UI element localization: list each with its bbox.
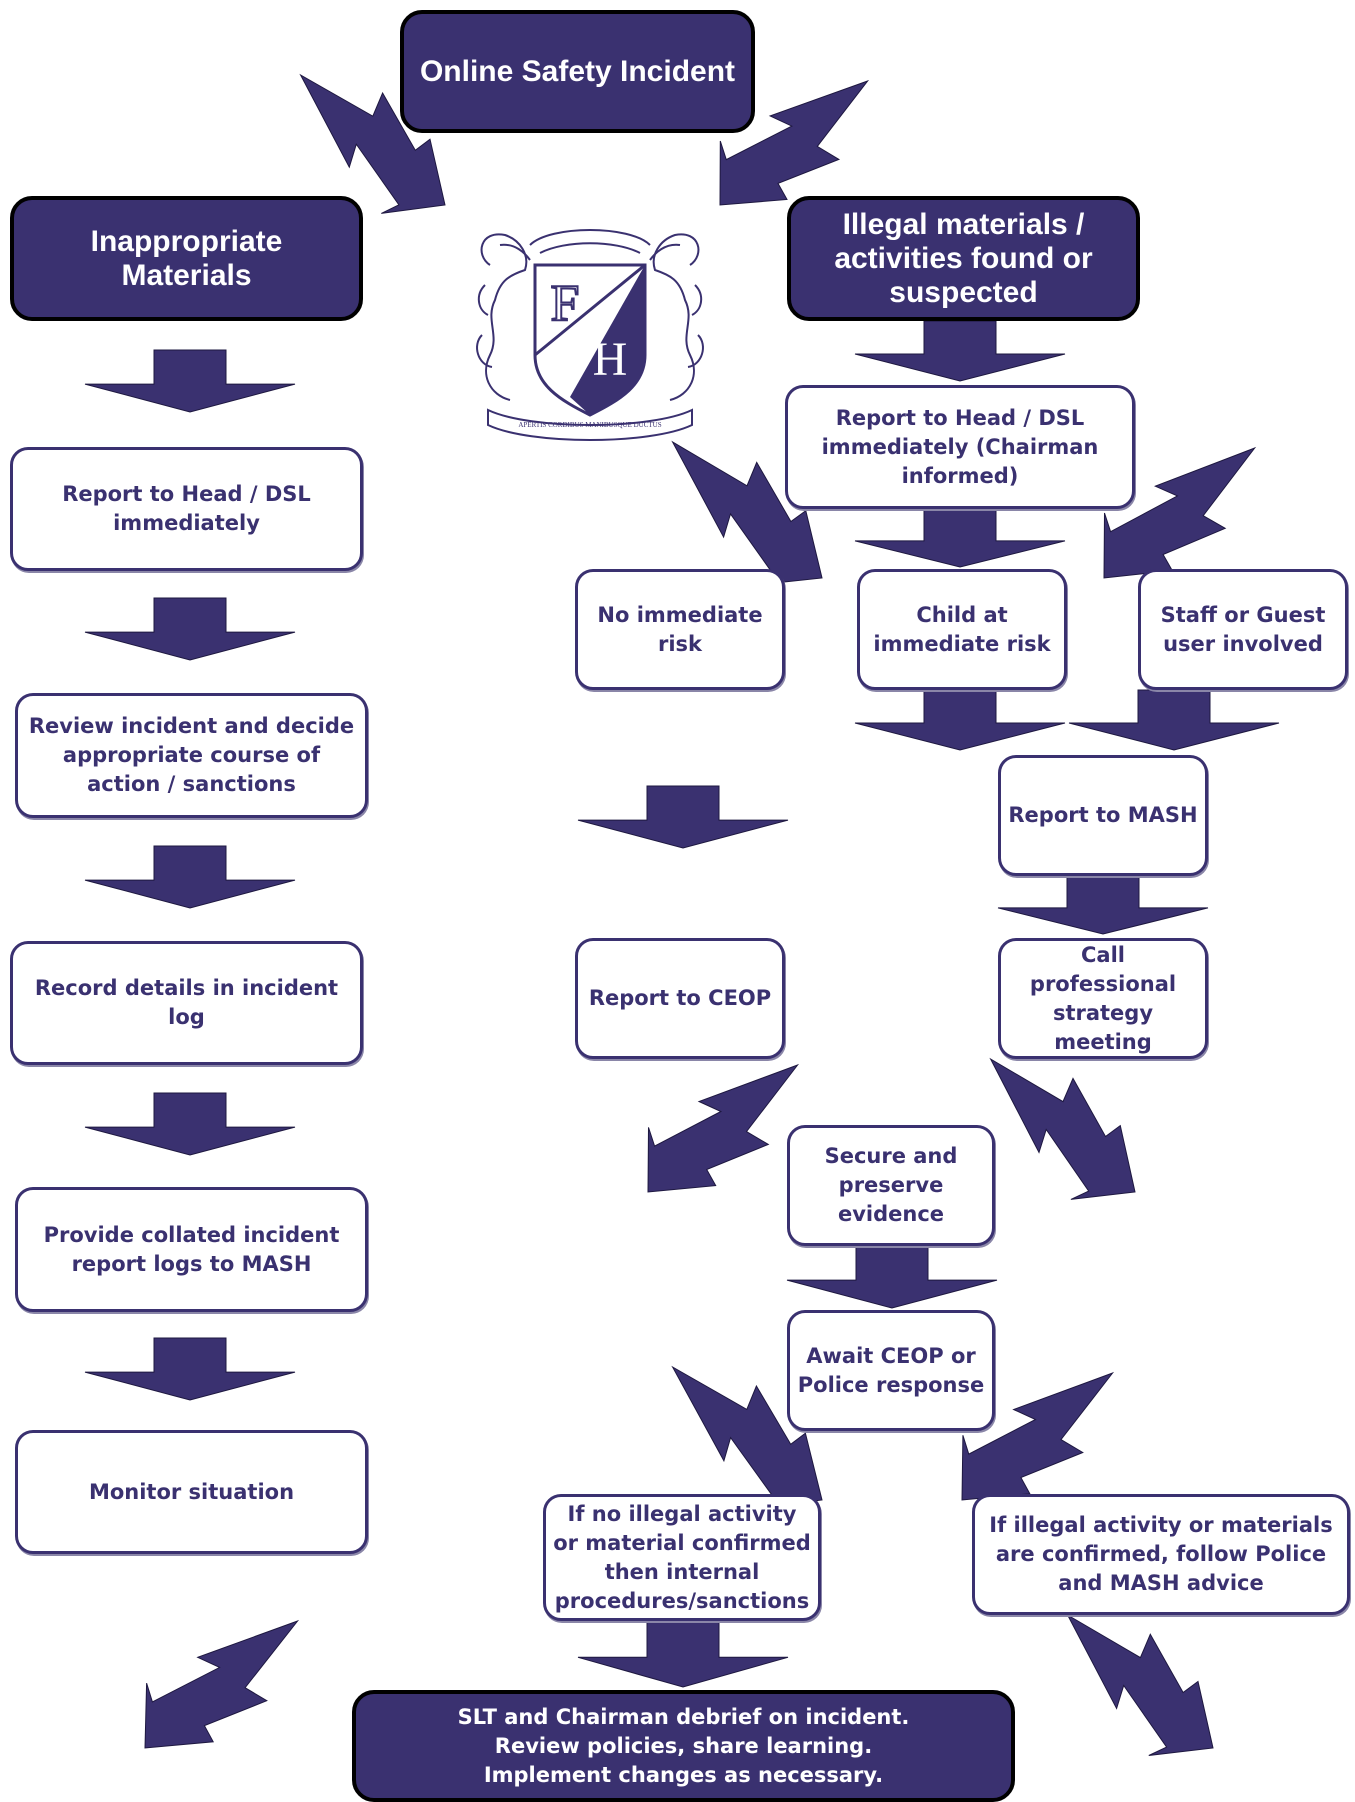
page-title: Online Safety Incident — [419, 54, 736, 88]
zigzag-arrow-icon — [299, 73, 446, 214]
left-step-label: Provide collated incident report logs to… — [43, 1222, 340, 1276]
zigzag-arrow-icon — [144, 1619, 300, 1749]
staff-guest-involved: Staff or Guest user involved — [1138, 569, 1348, 690]
zigzag-arrow-icon — [961, 1371, 1115, 1501]
no-risk-label: No immediate risk — [597, 602, 763, 656]
school-crest-logo: F H APERTIS CORDIBUS MANIBUSQUE DUCTUS — [476, 229, 704, 441]
crest-letter-f: F — [551, 275, 580, 332]
zigzag-arrow-icon — [989, 1057, 1136, 1200]
crest-letter-h: H — [593, 333, 628, 386]
no-illegal-label: If no illegal activity or material confi… — [553, 1501, 811, 1613]
zigzag-arrow-icon — [719, 79, 870, 206]
right-report-head: Report to Head / DSL immediately (Chairm… — [785, 385, 1135, 509]
illegal-header-label: Illegal materials / activities found or … — [834, 207, 1093, 309]
zigzag-arrow-icon — [1066, 1613, 1214, 1756]
down-arrow-icon — [786, 1245, 998, 1309]
title-box: Online Safety Incident — [400, 10, 755, 133]
down-arrow-icon — [84, 1092, 296, 1156]
child-immediate-risk: Child at immediate risk — [857, 569, 1067, 690]
inappropriate-header-label: Inappropriate Materials — [90, 224, 283, 292]
down-arrow-icon — [854, 689, 1066, 751]
illegal-header: Illegal materials / activities found or … — [787, 196, 1140, 321]
down-arrow-icon — [84, 349, 296, 413]
no-illegal-confirmed: If no illegal activity or material confi… — [543, 1494, 821, 1621]
child-risk-label: Child at immediate risk — [873, 602, 1051, 656]
left-step-report-head: Report to Head / DSL immediately — [10, 447, 363, 571]
strategy-meeting-label: Call professional strategy meeting — [1029, 942, 1177, 1054]
secure-evidence-label: Secure and preserve evidence — [824, 1144, 958, 1226]
down-arrow-icon — [84, 845, 296, 909]
left-step-record-details: Record details in incident log — [10, 941, 363, 1065]
left-step-label: Monitor situation — [88, 1479, 295, 1504]
await-response-label: Await CEOP or Police response — [797, 1343, 985, 1397]
down-arrow-icon — [84, 597, 296, 661]
down-arrow-icon — [997, 875, 1209, 935]
down-arrow-icon — [84, 1337, 296, 1401]
zigzag-arrow-icon — [1103, 446, 1257, 579]
report-head-label: Report to Head / DSL immediately (Chairm… — [821, 405, 1099, 488]
illegal-confirmed-label: If illegal activity or materials are con… — [989, 1513, 1333, 1595]
staff-guest-label: Staff or Guest user involved — [1160, 602, 1326, 656]
left-step-label: Report to Head / DSL immediately — [62, 482, 311, 535]
down-arrow-icon — [1068, 689, 1280, 751]
left-step-review-incident: Review incident and decide appropriate c… — [15, 693, 368, 818]
left-step-label: Record details in incident log — [34, 976, 339, 1029]
report-mash-label: Report to MASH — [1008, 803, 1198, 827]
left-step-provide-logs: Provide collated incident report logs to… — [15, 1187, 368, 1312]
inappropriate-header: Inappropriate Materials — [10, 196, 363, 321]
report-to-mash: Report to MASH — [998, 755, 1208, 876]
strategy-meeting: Call professional strategy meeting — [998, 938, 1208, 1059]
report-to-ceop: Report to CEOP — [575, 938, 785, 1059]
no-immediate-risk: No immediate risk — [575, 569, 785, 690]
secure-evidence: Secure and preserve evidence — [787, 1125, 995, 1246]
down-arrow-icon — [854, 320, 1066, 382]
down-arrow-icon — [854, 508, 1066, 568]
await-response: Await CEOP or Police response — [787, 1310, 995, 1431]
down-arrow-icon — [577, 1620, 789, 1688]
zigzag-arrow-icon — [647, 1063, 800, 1193]
zigzag-arrow-icon — [671, 1365, 823, 1509]
illegal-confirmed: If illegal activity or materials are con… — [972, 1494, 1350, 1615]
left-step-monitor: Monitor situation — [15, 1430, 368, 1554]
report-ceop-label: Report to CEOP — [588, 986, 772, 1010]
final-debrief: SLT and Chairman debrief on incident. Re… — [352, 1690, 1015, 1802]
down-arrow-icon — [577, 785, 789, 849]
zigzag-arrow-icon — [671, 440, 823, 586]
final-debrief-label: SLT and Chairman debrief on incident. Re… — [457, 1704, 910, 1787]
left-step-label: Review incident and decide appropriate c… — [28, 714, 355, 796]
crest-motto: APERTIS CORDIBUS MANIBUSQUE DUCTUS — [518, 421, 661, 429]
